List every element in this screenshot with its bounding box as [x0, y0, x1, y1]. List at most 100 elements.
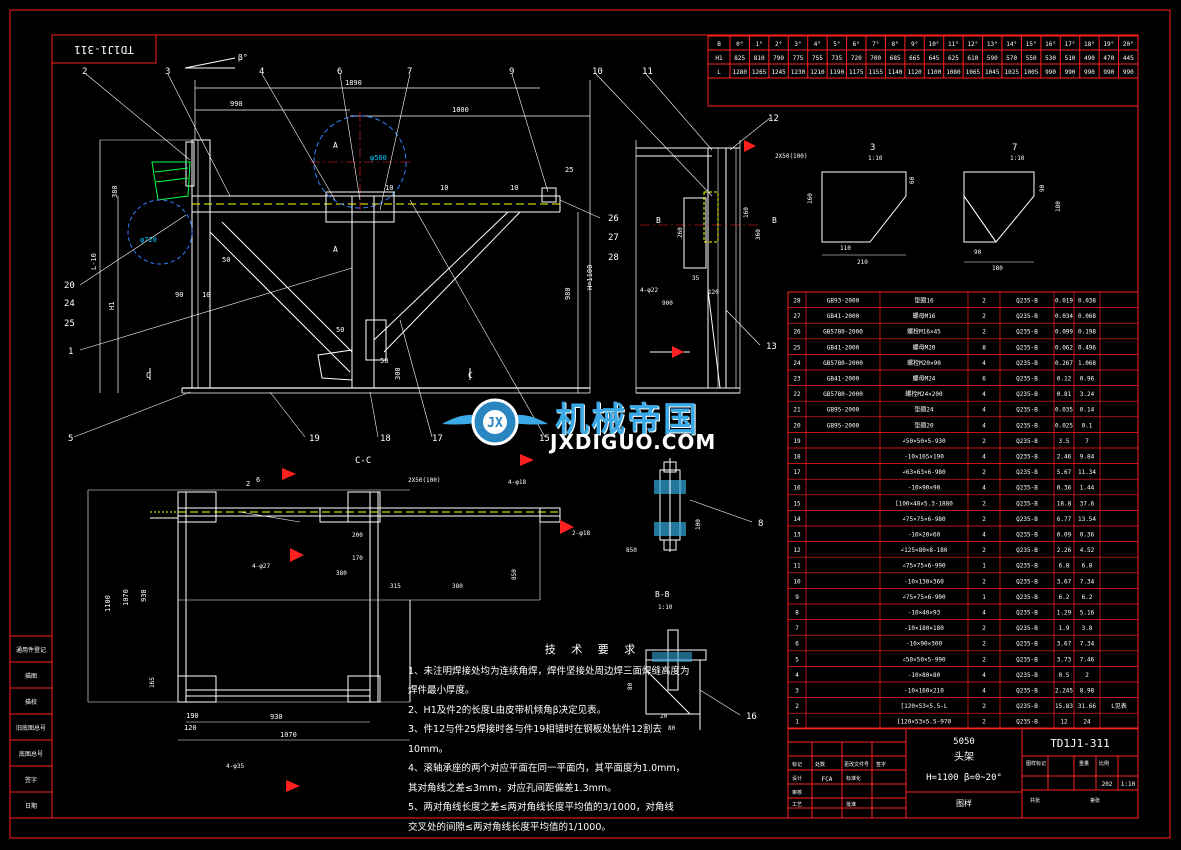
parts-cell-mat: Q235-B: [1016, 532, 1038, 539]
dim-text: 300: [394, 367, 402, 380]
part-detail-7: 7 1:10 180 90 90 180: [963, 143, 1062, 272]
parts-cell-mat: Q235-B: [1016, 719, 1038, 726]
angle-header-cell: 2°: [775, 41, 782, 48]
parts-cell-no: 2: [795, 703, 799, 710]
angle-header-cell: 15°: [1026, 41, 1037, 48]
parts-cell-no: 3: [795, 688, 799, 695]
detail-scale: 1:10: [1010, 155, 1025, 162]
parts-cell-unit: 2.245: [1055, 688, 1073, 695]
parts-cell-no: 9: [795, 594, 799, 601]
section-mark-b: B: [772, 216, 777, 225]
parts-cell-unit: 2.46: [1057, 454, 1072, 461]
dim-text: 315: [390, 583, 401, 590]
parts-cell-unit: 6.2: [1059, 594, 1070, 601]
svg-text:JX: JX: [487, 416, 503, 431]
strip-label: 通用件登记: [16, 646, 46, 654]
parts-cell-name: 螺母M20: [913, 343, 936, 351]
svg-text:20: 20: [64, 281, 75, 291]
parts-cell-qty: 1: [982, 563, 986, 570]
dim-text: 200: [352, 532, 363, 539]
parts-cell-total: 7.46: [1080, 656, 1095, 663]
dim-text: 10: [440, 184, 448, 192]
parts-cell-name: -10×90×90: [908, 485, 941, 492]
parts-cell-unit: 0.5: [1059, 672, 1070, 679]
angle-header-cell: 19°: [1103, 41, 1114, 48]
parts-cell-no: 24: [793, 360, 801, 367]
parts-cell-name: 螺栓M24×200: [905, 390, 943, 398]
dim-text: 380: [452, 583, 463, 590]
parts-cell-name: 垫圈16: [914, 297, 934, 305]
angle-header-cell: 8°: [892, 41, 899, 48]
tb-code: TD1J1-311: [1050, 737, 1110, 750]
parts-cell-unit: 18.8: [1057, 500, 1072, 507]
dim-text: 1070: [122, 589, 130, 606]
dim-text: 4-φ22: [640, 287, 658, 294]
angle-table: BH1L0°82512801°81012652°79012453°7751230…: [707, 35, 1139, 107]
tb-bottom-label: 图样: [956, 798, 972, 808]
angle-cell: 590: [987, 55, 998, 62]
strip-label: 底图总号: [19, 750, 43, 758]
angle-header-cell: 7°: [872, 41, 879, 48]
parts-cell-unit: 6.8: [1059, 563, 1070, 570]
dim-text: 4-φ27: [252, 563, 270, 570]
parts-cell-no: 5: [795, 656, 799, 663]
parts-cell-no: 25: [793, 344, 801, 351]
svg-text:4: 4: [259, 67, 264, 77]
parts-cell-std: GB41-2000: [827, 344, 860, 351]
parts-cell-mat: Q235-B: [1016, 625, 1038, 632]
svg-text:审核: 审核: [792, 789, 802, 796]
angle-cell: H1: [715, 55, 723, 62]
parts-cell-total: 24: [1083, 719, 1091, 726]
section-mark-c: C: [146, 371, 151, 380]
svg-text:26: 26: [608, 214, 619, 224]
parts-cell-unit: 3.73: [1057, 656, 1072, 663]
svg-text:工艺: 工艺: [792, 802, 802, 808]
parts-cell-name: -10×165×190: [904, 454, 944, 461]
parts-cell-unit: 0.12: [1057, 376, 1072, 383]
title-block: 5050 头架 H=1100 β=0~20° 图样 TD1J1-311 202 …: [787, 727, 1139, 819]
tech-line: 其对角线之差≤3mm，对应孔间距偏差1.3mm。: [408, 782, 617, 794]
parts-cell-qty: 2: [982, 719, 986, 726]
dim-text: 90: [175, 291, 183, 299]
weld-note: 6: [256, 476, 260, 484]
parts-cell-name: -10×20×60: [908, 532, 941, 539]
dim-text: 90: [1039, 184, 1046, 192]
parts-cell-unit: 5.67: [1057, 469, 1072, 476]
parts-cell-total: 31.66: [1078, 703, 1096, 710]
angle-header-cell: 13°: [987, 41, 998, 48]
dim-text: 180: [992, 265, 1003, 272]
section-mark-a: A: [333, 245, 338, 254]
parts-cell-qty: 4: [982, 688, 986, 695]
angle-header-cell: 16°: [1045, 41, 1056, 48]
angle-cell: 1230: [791, 69, 806, 76]
parts-cell-mat: Q235-B: [1016, 500, 1038, 507]
angle-cell: 990: [1045, 69, 1056, 76]
parts-cell-name: 螺栓M20×90: [907, 359, 941, 367]
dim-text: 190: [186, 712, 199, 720]
callout-labels: 2 3 4 6 7 9 10 11 12 13 20 24 25 1 5 19 …: [64, 67, 779, 722]
angle-cell: 1210: [810, 69, 825, 76]
angle-cell: 735: [831, 55, 842, 62]
parts-cell-mat: Q235-B: [1016, 578, 1038, 585]
parts-cell-std: GB41-2000: [827, 313, 860, 320]
dim-text: 180: [1055, 201, 1062, 212]
parts-cell-qty: 6: [982, 376, 986, 383]
svg-text:24: 24: [64, 299, 75, 309]
parts-cell-unit: 1.29: [1057, 610, 1072, 617]
parts-cell-mat: Q235-B: [1016, 438, 1038, 445]
parts-cell-no: 22: [793, 391, 801, 398]
callout-leaders: [73, 73, 771, 716]
dim-text: 170: [352, 555, 363, 562]
parts-cell-mat: Q235-B: [1016, 656, 1038, 663]
parts-cell-name: 螺母M24: [913, 375, 936, 383]
parts-cell-mat: Q235-B: [1016, 641, 1038, 648]
angle-cell: 550: [1026, 55, 1037, 62]
parts-cell-mat: Q235-B: [1016, 329, 1038, 336]
angle-cell: 1120: [907, 69, 922, 76]
parts-cell-mat: Q235-B: [1016, 594, 1038, 601]
dim-text: 25: [565, 166, 573, 174]
angle-cell: 1190: [830, 69, 845, 76]
parts-cell-name: ∠75×75×6-980: [902, 516, 946, 523]
angle-cell: 775: [793, 55, 804, 62]
svg-text:2: 2: [82, 67, 87, 77]
